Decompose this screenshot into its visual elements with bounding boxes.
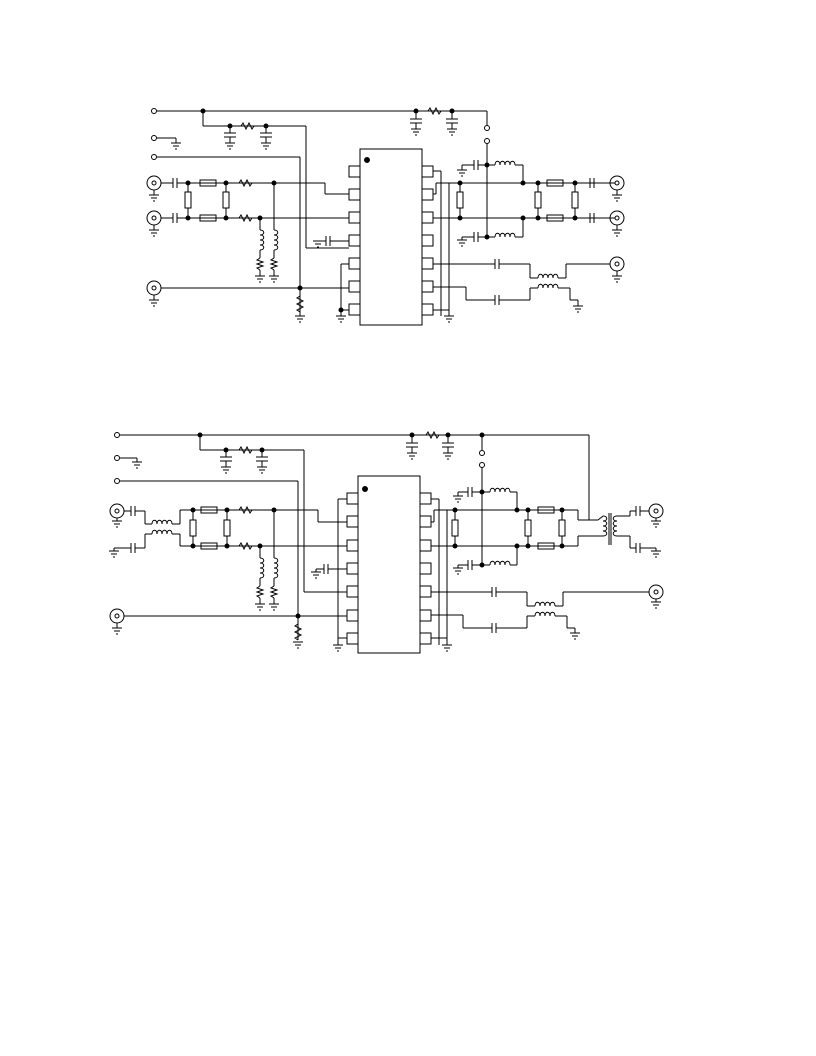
ic-ground-left [336, 264, 349, 322]
lo-input [110, 609, 347, 634]
decoupling-cap [313, 236, 349, 247]
if-output-balun [431, 585, 663, 639]
rf-input-balun [109, 504, 347, 557]
ground-terminal [152, 136, 182, 150]
ic-right-pins [422, 166, 433, 315]
output-network [431, 468, 661, 651]
resistor-symbol [428, 108, 441, 114]
ic-body [358, 476, 420, 653]
inductor-symbol [538, 274, 558, 278]
inductor-symbol [152, 530, 172, 534]
if-output-balun [433, 257, 624, 312]
schematic-bottom [109, 432, 663, 653]
inductor-symbol [495, 161, 515, 165]
inductor-symbol [274, 558, 278, 578]
inductor-symbol [152, 520, 172, 524]
inductor-symbol [603, 516, 607, 536]
supply-rail [115, 432, 590, 592]
decoupling-cap [311, 564, 347, 578]
inductor-symbol [260, 230, 264, 250]
lo-input [147, 281, 349, 306]
input-shunt-resistors [185, 183, 229, 218]
supply-rail [152, 108, 490, 248]
control-line [152, 155, 306, 323]
output-network [433, 144, 615, 322]
inductor-symbol [538, 284, 558, 288]
pin1-marker [363, 487, 368, 492]
ic-ground-left [333, 499, 347, 651]
schematic-top [147, 108, 624, 325]
rf-input-1 [147, 176, 349, 201]
inductor-symbol [260, 558, 264, 578]
inductor-symbol [490, 561, 510, 565]
pin1-marker [365, 158, 370, 163]
inductor-symbol [495, 233, 515, 237]
ic-right-pins [420, 493, 431, 644]
resistor-symbol [241, 123, 254, 129]
rf-output-coax [649, 504, 663, 527]
rf-output-coax [610, 176, 624, 236]
inductor-symbol [613, 516, 617, 536]
ic-left-pins [347, 493, 358, 644]
ground-terminal [115, 456, 143, 469]
inductor-symbol [535, 612, 555, 616]
ic-body [360, 149, 422, 325]
bias-network [255, 183, 279, 282]
ic-left-pins [349, 166, 360, 315]
inductor-symbol [535, 602, 555, 606]
rf-input-2 [147, 211, 349, 236]
bias-network [255, 510, 279, 610]
inductor-symbol [274, 230, 278, 250]
inductor-symbol [490, 488, 510, 492]
